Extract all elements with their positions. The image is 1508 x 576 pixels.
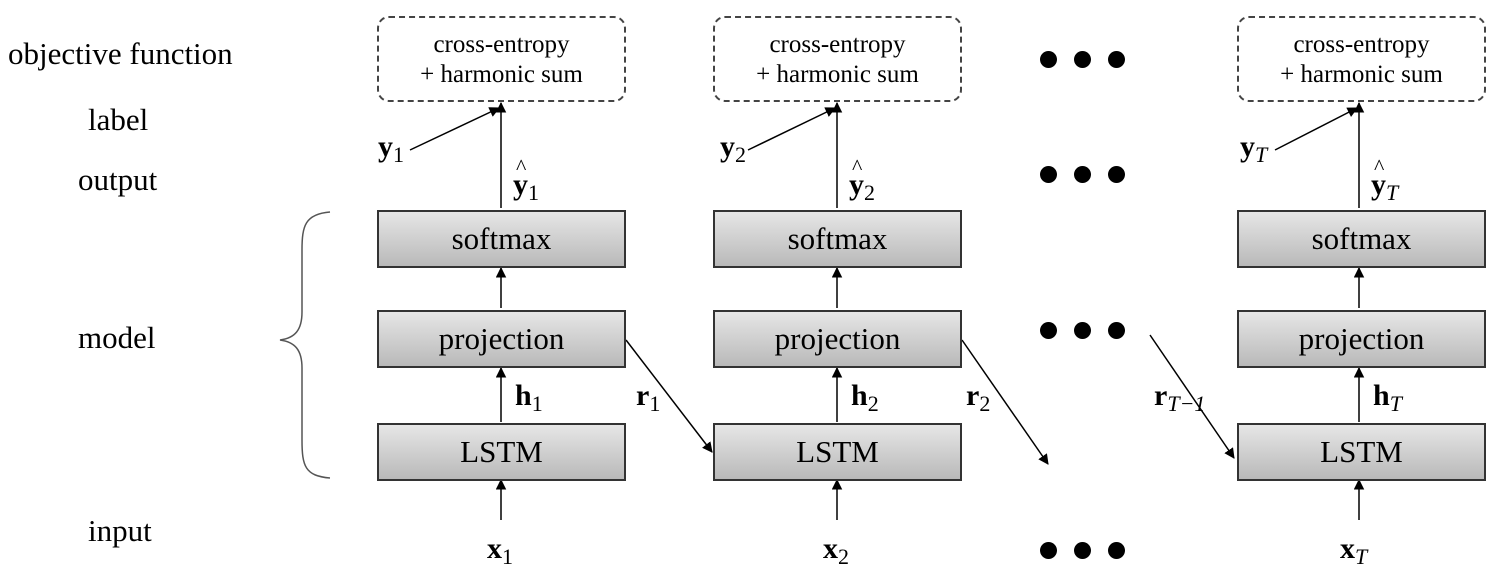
projection-box-1: projection: [377, 310, 626, 368]
output-yhat1: y1: [513, 156, 539, 204]
arrow-yT-obj: [1274, 107, 1358, 151]
objective-text-1b: + harmonic sum: [420, 61, 583, 88]
row-label-output: output: [78, 162, 158, 197]
objective-box-1: cross-entropy + harmonic sum: [377, 16, 626, 102]
label-y2: y2: [720, 130, 746, 167]
output-yhat2: y2: [849, 156, 875, 204]
objective-text-1a: cross-entropy: [433, 31, 570, 58]
row-label-label: label: [88, 102, 149, 137]
lstm-box-1: LSTM: [377, 423, 626, 481]
softmax-box-2: softmax: [713, 210, 962, 268]
objective-box-2: cross-entropy + harmonic sum: [713, 16, 962, 102]
input-x1: x1: [487, 532, 513, 569]
row-label-model: model: [78, 320, 156, 355]
arrow-y1-obj: [409, 107, 500, 151]
arrow-r2: [961, 339, 1049, 465]
model-brace: [279, 211, 331, 479]
hidden-h2: h2: [851, 379, 879, 416]
lstm-box-T: LSTM: [1237, 423, 1486, 481]
input-x2: x2: [823, 532, 849, 569]
objective-text-2b: + harmonic sum: [756, 61, 919, 88]
objective-text-Ta: cross-entropy: [1293, 31, 1430, 58]
recurrent-r2: r2: [966, 379, 991, 416]
input-xT: xT: [1340, 532, 1368, 569]
arrow-y2-obj: [747, 107, 836, 151]
softmax-box-1: softmax: [377, 210, 626, 268]
row-label-objective: objective function: [8, 36, 233, 71]
softmax-box-T: softmax: [1237, 210, 1486, 268]
arrow-rT-1: [1149, 334, 1235, 459]
label-yT: yT: [1240, 130, 1268, 167]
recurrent-r1: r1: [636, 379, 661, 416]
arrow-r1: [625, 339, 713, 453]
objective-text-2a: cross-entropy: [769, 31, 906, 58]
label-y1: y1: [378, 130, 404, 167]
projection-box-2: projection: [713, 310, 962, 368]
hidden-hT: hT: [1373, 379, 1402, 416]
lstm-box-2: LSTM: [713, 423, 962, 481]
objective-text-Tb: + harmonic sum: [1280, 61, 1443, 88]
recurrent-rT-1: rT−1: [1154, 379, 1206, 416]
objective-box-T: cross-entropy + harmonic sum: [1237, 16, 1486, 102]
row-label-input: input: [88, 513, 152, 548]
hidden-h1: h1: [515, 379, 543, 416]
projection-box-T: projection: [1237, 310, 1486, 368]
output-yhatT: yT: [1371, 156, 1398, 204]
